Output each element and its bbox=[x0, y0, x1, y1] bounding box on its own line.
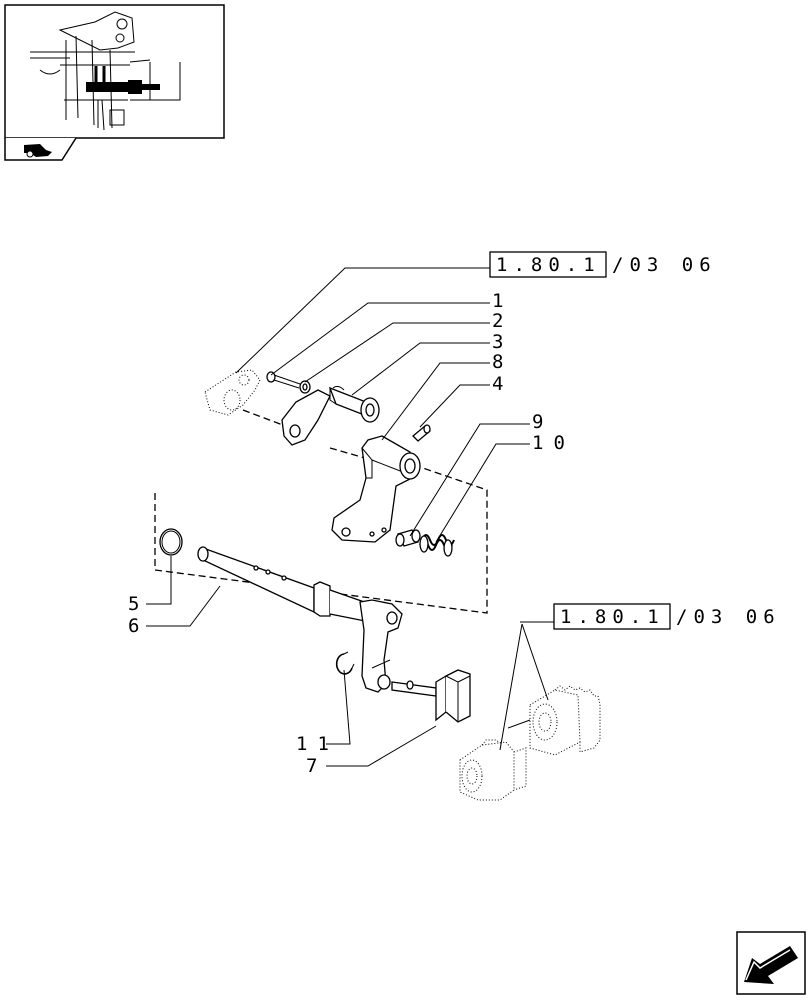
leader-10 bbox=[435, 443, 530, 543]
callout-5: 5 bbox=[128, 593, 143, 615]
leader-1 bbox=[270, 302, 490, 376]
callout-4: 4 bbox=[492, 373, 507, 395]
leader-9 bbox=[409, 423, 530, 537]
tractor-section-icon bbox=[4, 137, 77, 161]
part-1-bolt bbox=[266, 371, 301, 389]
leader-4 bbox=[419, 384, 490, 428]
leader-5 bbox=[146, 556, 172, 605]
next-page-arrow-icon[interactable] bbox=[736, 931, 806, 995]
reference-suffix: /03 06 bbox=[612, 254, 717, 276]
part-6-shift-shaft bbox=[197, 546, 403, 693]
reference-suffix: /03 06 bbox=[676, 606, 781, 628]
assembly-thumbnail-icon bbox=[4, 4, 225, 139]
callout-10: 10 bbox=[532, 432, 575, 454]
callout-8: 8 bbox=[492, 351, 507, 373]
leader-2 bbox=[304, 322, 490, 383]
part-8-detent-lever bbox=[331, 435, 421, 543]
part-3-lever-with-sleeve bbox=[281, 385, 380, 446]
leader-11 bbox=[326, 669, 351, 745]
callout-6: 6 bbox=[128, 615, 143, 637]
leader-7 bbox=[326, 725, 437, 767]
part-5-o-ring bbox=[159, 528, 183, 556]
callout-2: 2 bbox=[492, 310, 507, 332]
part-11-circlip bbox=[335, 651, 355, 675]
callout-11: 11 bbox=[296, 733, 339, 755]
reference-label-top[interactable]: 1.80.1 /03 06 bbox=[489, 251, 717, 278]
leader-3 bbox=[351, 342, 490, 396]
leader-reference-1 bbox=[235, 267, 490, 374]
callout-7: 7 bbox=[306, 755, 321, 777]
callout-3: 3 bbox=[492, 331, 507, 353]
part-2-washer bbox=[299, 380, 311, 394]
reference-boxed-code: 1.80.1 bbox=[560, 606, 665, 628]
callout-9: 9 bbox=[532, 411, 547, 433]
part-7-fork-pad bbox=[391, 669, 471, 723]
reference-boxed-code: 1.80.1 bbox=[496, 254, 601, 276]
part-10-spring bbox=[419, 534, 455, 557]
leader-8 bbox=[381, 362, 490, 441]
reference-label-bottom[interactable]: 1.80.1 /03 06 bbox=[553, 603, 781, 630]
leader-6 bbox=[146, 585, 221, 627]
callout-1: 1 bbox=[492, 290, 507, 312]
part-9-plunger bbox=[395, 529, 421, 547]
part-4-pin bbox=[412, 424, 431, 442]
sliding-gear-assembly bbox=[459, 685, 601, 801]
support-bracket-reference bbox=[204, 369, 261, 416]
